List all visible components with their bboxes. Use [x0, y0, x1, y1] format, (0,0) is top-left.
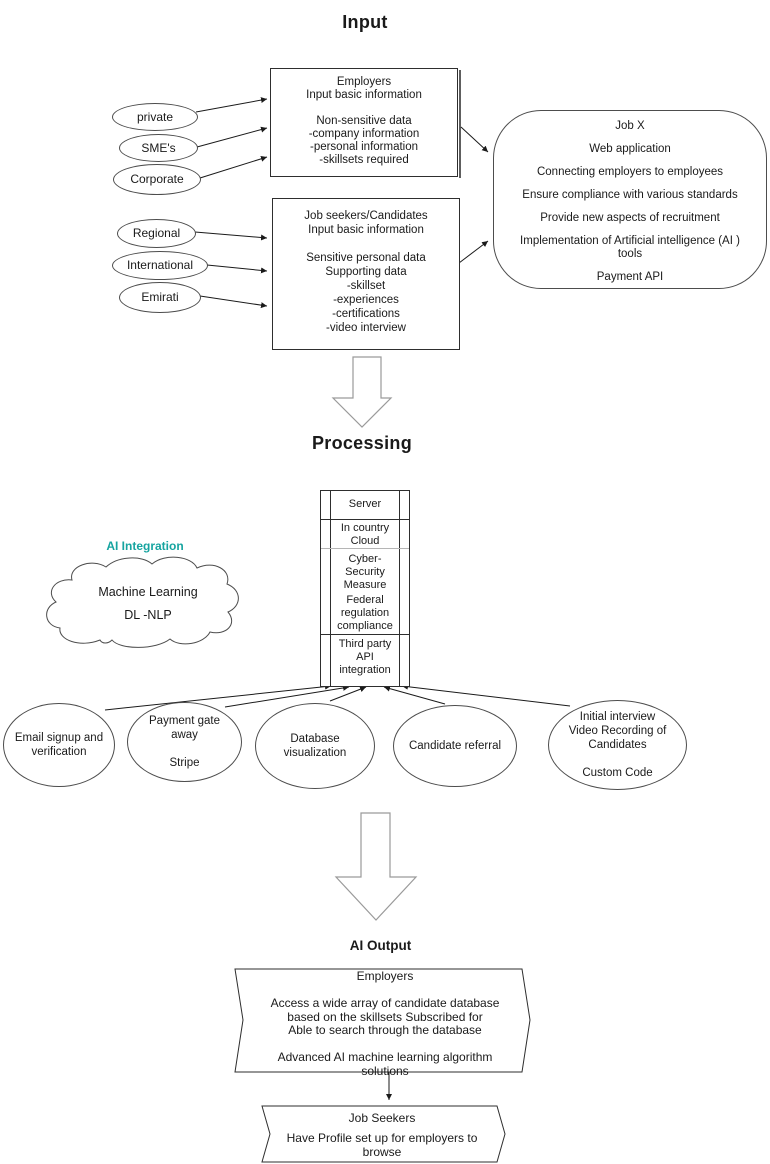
section-title-processing: Processing: [311, 433, 413, 453]
jobx-line: Web application: [589, 143, 671, 155]
employers-box-title: Employers: [336, 76, 392, 88]
source-ellipse-regional: Regional: [117, 219, 196, 248]
stack-side-bar-right: [399, 491, 400, 686]
module-arrows: [104, 683, 571, 711]
stack-section-federal: Federal regulation compliance: [337, 594, 393, 632]
seekers-banner-title: Job Seekers: [348, 1111, 416, 1125]
seekers-box-title: Job seekers/Candidates: [304, 210, 428, 222]
employers-banner-body: Access a wide array of candidate databas…: [270, 996, 500, 1078]
jobx-arrows: [458, 126, 489, 264]
stack-divider-1: [321, 519, 409, 520]
server-stack: Server In country Cloud Cyber- Security …: [320, 490, 410, 687]
stack-section-thirdparty: Third party API integration: [338, 638, 392, 676]
section-title-ai-output: AI Output: [349, 938, 412, 953]
source-ellipse-smes: SME's: [119, 134, 198, 162]
employer-source-arrows: [195, 97, 268, 179]
jobx-line: Implementation of Artificial intelligenc…: [520, 235, 740, 260]
source-ellipse-corporate: Corporate: [113, 164, 201, 195]
seekers-box-body: Input basic information Sensitive person…: [306, 224, 426, 334]
jobx-line: Provide new aspects of recruitment: [540, 212, 720, 224]
jobx-line: Job X: [615, 120, 645, 132]
jobx-platform-box: Job X Web application Connecting employe…: [493, 110, 767, 289]
block-arrow-down-1: [331, 356, 393, 428]
source-ellipse-international: International: [112, 251, 208, 280]
employers-input-box: Employers Input basic information Non-se…: [270, 68, 458, 177]
seekers-input-box: Job seekers/Candidates Input basic infor…: [272, 198, 460, 350]
jobx-line: Payment API: [596, 271, 664, 283]
module-ellipse-referral: Candidate referral: [393, 705, 517, 787]
jobx-line: Connecting employers to employees: [536, 166, 724, 178]
employers-banner-title: Employers: [356, 969, 414, 983]
seeker-source-arrows: [194, 231, 268, 309]
stack-divider-2: [321, 548, 409, 549]
seekers-banner-body: Have Profile set up for employers to bro…: [286, 1131, 478, 1159]
module-ellipse-database: Database visualization: [255, 703, 375, 789]
stack-section-server: Server: [348, 498, 382, 510]
source-ellipse-emirati: Emirati: [119, 282, 201, 313]
section-title-input: Input: [342, 12, 388, 32]
cloud-text-machine-learning: Machine Learning: [98, 585, 198, 599]
cloud-text-dl-nlp: DL -NLP: [124, 608, 172, 622]
jobx-line: Ensure compliance with various standards: [522, 189, 738, 201]
block-arrow-down-2: [334, 812, 418, 921]
stack-side-bar-left: [330, 491, 331, 686]
stack-section-cybersecurity: Cyber- Security Measure: [343, 553, 387, 591]
ai-cloud-shape: [46, 556, 239, 648]
ai-integration-label: AI Integration: [106, 539, 184, 553]
stack-divider-3: [321, 634, 409, 635]
employers-banner-shape: [234, 968, 531, 1073]
stack-section-cloud: In country Cloud: [340, 522, 390, 547]
module-ellipse-payment: Payment gate away Stripe: [127, 702, 242, 782]
seekers-banner-shape: [261, 1105, 506, 1163]
module-ellipse-interview: Initial interview Video Recording of Can…: [548, 700, 687, 790]
employers-box-body: Input basic information Non-sensitive da…: [306, 89, 422, 166]
module-ellipse-email: Email signup and verification: [3, 703, 115, 787]
source-ellipse-private: private: [112, 103, 198, 131]
